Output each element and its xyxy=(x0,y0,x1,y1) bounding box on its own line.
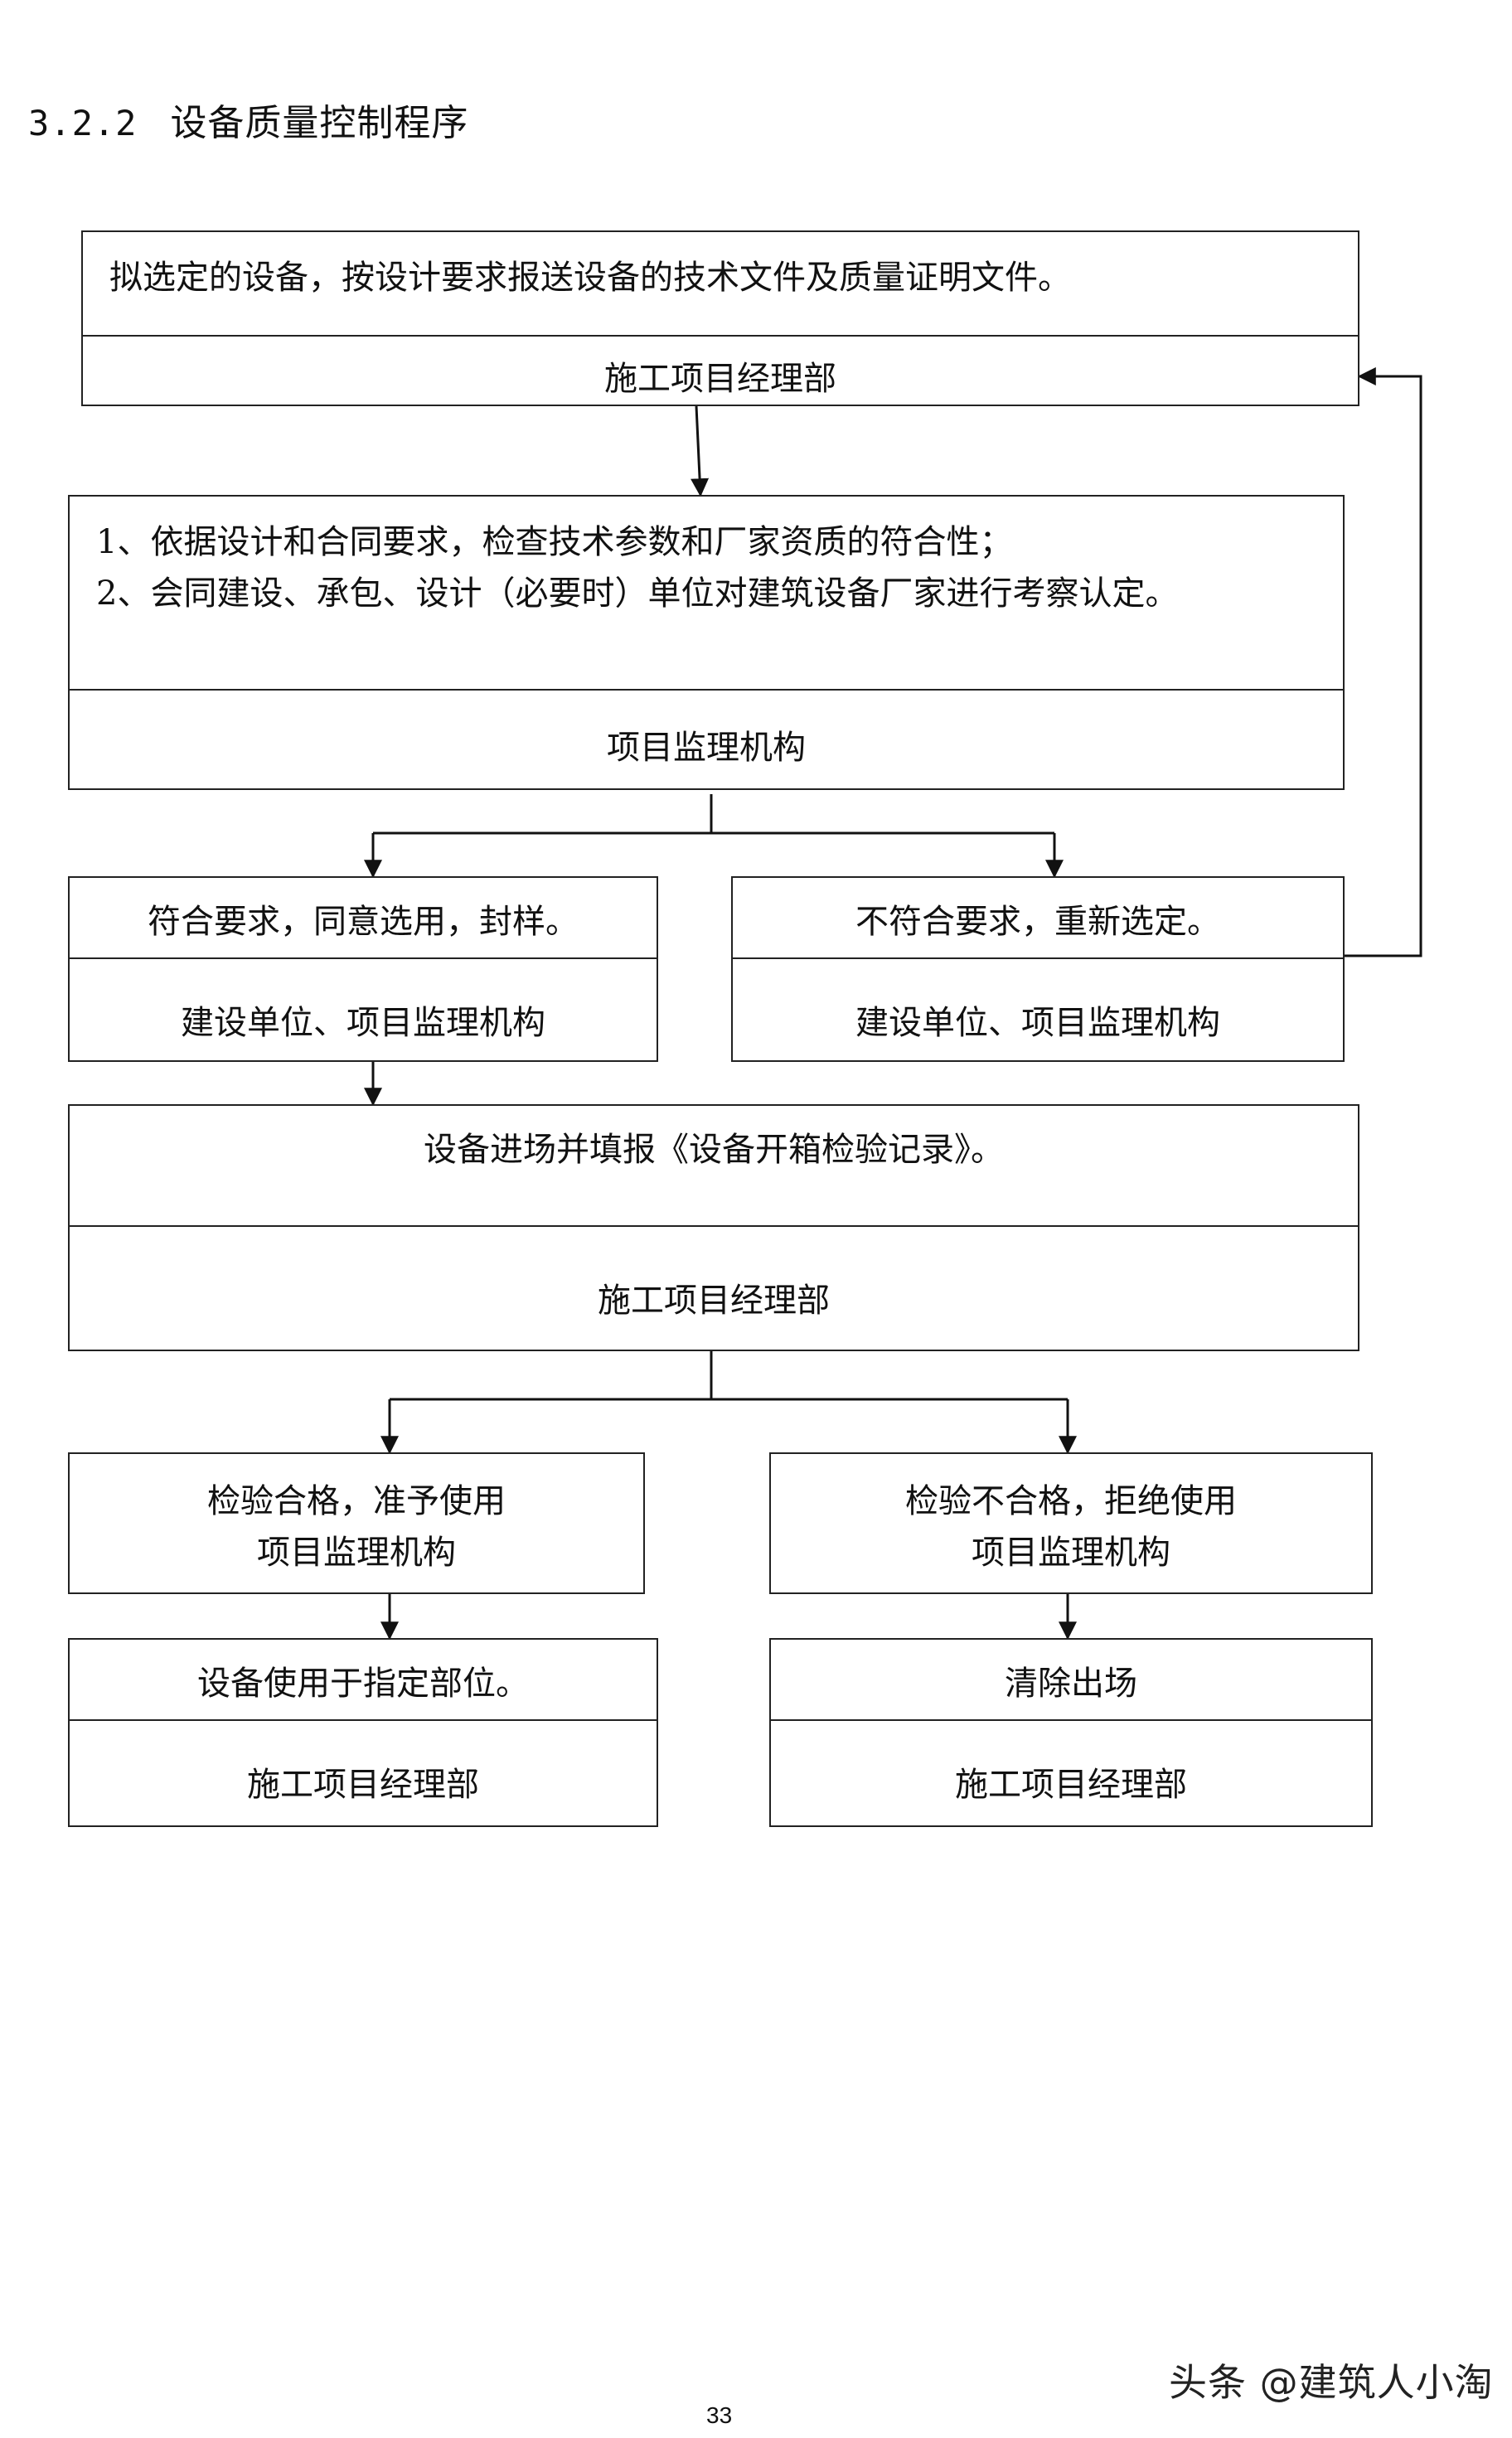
box-submit-documents: 拟选定的设备，按设计要求报送设备的技术文件及质量证明文件。 施工项目经理部 xyxy=(81,230,1359,406)
approve-owner: 建设单位、项目监理机构 xyxy=(181,1004,545,1042)
arrow-reject-loop-back xyxy=(1343,367,1422,957)
arrow-submit-to-review xyxy=(691,405,710,497)
box-remove: 清除出场 施工项目经理部 xyxy=(769,1638,1373,1827)
pass-line-2: 项目监理机构 xyxy=(257,1534,456,1572)
section-heading: 3.2.2 设备质量控制程序 xyxy=(28,93,468,146)
box-inspection-fail: 检验不合格，拒绝使用 项目监理机构 xyxy=(769,1452,1373,1594)
approve-text: 符合要求，同意选用，封样。 xyxy=(148,903,579,941)
page-number: 33 xyxy=(706,2402,733,2428)
connector-arrival-split xyxy=(390,1351,1068,1401)
connector-review-split xyxy=(373,794,1054,835)
arrival-owner: 施工项目经理部 xyxy=(598,1282,830,1320)
reject-text: 不符合要求，重新选定。 xyxy=(855,903,1220,941)
review-owner: 项目监理机构 xyxy=(607,729,806,767)
remove-owner: 施工项目经理部 xyxy=(955,1766,1187,1804)
fail-line-1: 检验不合格，拒绝使用 xyxy=(905,1482,1237,1520)
box-reject: 不符合要求，重新选定。 建设单位、项目监理机构 xyxy=(731,876,1345,1062)
submit-owner: 施工项目经理部 xyxy=(604,360,836,398)
review-line-2: 2、会同建设、承包、设计（必要时）单位对建筑设备厂家进行考察认定。 xyxy=(96,574,1179,613)
section-title: 设备质量控制程序 xyxy=(170,102,469,144)
use-text: 设备使用于指定部位。 xyxy=(197,1665,529,1703)
reject-owner: 建设单位、项目监理机构 xyxy=(855,1004,1220,1042)
watermark: 头条 @建筑人小淘 xyxy=(1169,2360,1494,2405)
box-arrival: 设备进场并填报《设备开箱检验记录》。 施工项目经理部 xyxy=(68,1104,1359,1351)
arrival-text: 设备进场并填报《设备开箱检验记录》。 xyxy=(424,1131,1004,1169)
remove-text: 清除出场 xyxy=(1005,1665,1137,1703)
box-approve: 符合要求，同意选用，封样。 建设单位、项目监理机构 xyxy=(68,876,658,1062)
section-number: 3.2.2 xyxy=(28,103,138,143)
review-line-1: 1、依据设计和合同要求，检查技术参数和厂家资质的符合性； xyxy=(96,523,1013,561)
box-review: 1、依据设计和合同要求，检查技术参数和厂家资质的符合性； 2、会同建设、承包、设… xyxy=(68,495,1345,790)
use-owner: 施工项目经理部 xyxy=(247,1766,479,1804)
pass-line-1: 检验合格，准予使用 xyxy=(207,1482,506,1520)
box-inspection-pass: 检验合格，准予使用 项目监理机构 xyxy=(68,1452,645,1594)
submit-text: 拟选定的设备，按设计要求报送设备的技术文件及质量证明文件。 xyxy=(109,259,1071,297)
box-install-use: 设备使用于指定部位。 施工项目经理部 xyxy=(68,1638,658,1827)
fail-line-2: 项目监理机构 xyxy=(972,1534,1170,1572)
